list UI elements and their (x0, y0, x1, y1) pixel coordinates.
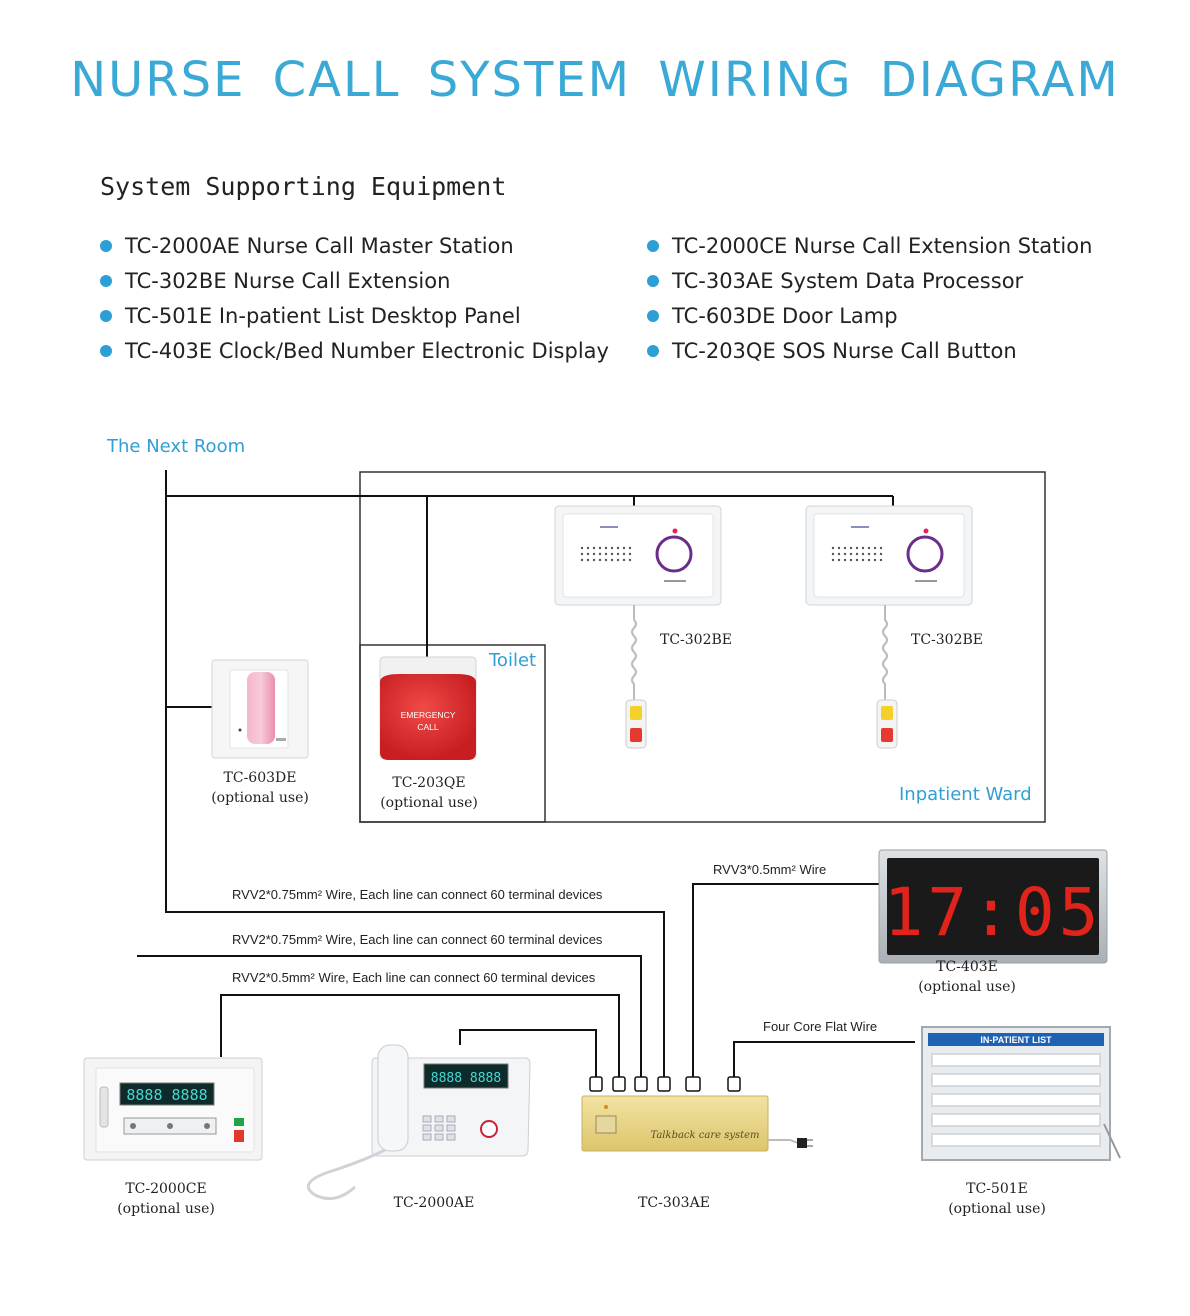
wire-lines (137, 470, 915, 1080)
plug (634, 1076, 648, 1092)
list-panel-label: TC-501E (optional use) (927, 1179, 1067, 1219)
bullet-icon (647, 239, 659, 252)
ext2-device (805, 505, 973, 749)
wire-flat (733, 1041, 915, 1080)
equipment-heading: System Supporting Equipment (100, 172, 507, 201)
bullet-icon (647, 344, 659, 357)
inpatient-ward-label: Inpatient Ward (899, 784, 1032, 805)
equipment-item: TC-501E In-patient List Desktop Panel (100, 298, 609, 333)
master-device: 8888 8888 (306, 1044, 531, 1201)
ext1-label: TC-302BE (659, 632, 732, 648)
sos-face-line1: EMERGENCY (401, 710, 456, 720)
ext-station-label: TC-2000CE (optional use) (96, 1179, 236, 1219)
equipment-item: TC-2000CE Nurse Call Extension Station (647, 228, 1092, 263)
wire-label-3: RVV2*0.5mm² Wire, Each line can connect … (232, 970, 596, 985)
processor-device: Talkback care system (581, 1095, 813, 1152)
bullet-icon (100, 239, 112, 252)
wire-label-clock: RVV3*0.5mm² Wire (713, 862, 827, 877)
bullet-icon (647, 309, 659, 322)
plug (685, 1076, 701, 1092)
plug (612, 1076, 626, 1092)
ext-station-display: 8888 8888 (126, 1086, 207, 1104)
ext2-label: TC-302BE (910, 632, 983, 648)
wire-next-room (165, 470, 665, 1080)
equipment-item: TC-403E Clock/Bed Number Electronic Disp… (100, 333, 609, 368)
ext-station-device: 8888 8888 (83, 1057, 263, 1161)
plug (727, 1076, 741, 1092)
processor-script: Talkback care system (650, 1130, 759, 1141)
equipment-item: TC-302BE Nurse Call Extension (100, 263, 609, 298)
bullet-icon (100, 309, 112, 322)
wire-line-3 (220, 994, 620, 1080)
equipment-item: TC-203QE SOS Nurse Call Button (647, 333, 1092, 368)
equipment-item: TC-603DE Door Lamp (647, 298, 1092, 333)
equipment-item: TC-303AE System Data Processor (647, 263, 1092, 298)
next-room-label: The Next Room (107, 436, 246, 457)
equipment-list-right: TC-2000CE Nurse Call Extension Station T… (647, 228, 1092, 368)
wire-clock (692, 883, 880, 1080)
ext-station-note: (optional use) (117, 1201, 215, 1217)
equipment-item: TC-2000AE Nurse Call Master Station (100, 228, 609, 263)
ext1-device (554, 505, 722, 749)
list-panel-model: TC-501E (966, 1181, 1028, 1197)
sos-face-line2: CALL (417, 722, 439, 732)
sos-note: (optional use) (380, 795, 478, 811)
master-display: 8888 8888 (431, 1071, 501, 1086)
bullet-icon (647, 274, 659, 287)
ext-station-model: TC-2000CE (125, 1181, 207, 1197)
door-lamp-device (211, 659, 309, 759)
clock-label: TC-403E (optional use) (897, 957, 1037, 997)
connector-plugs (589, 1076, 741, 1092)
toilet-box (359, 644, 546, 823)
clock-device: 17:05 (878, 849, 1108, 964)
list-panel-note: (optional use) (948, 1201, 1046, 1217)
page-title: NURSE CALL SYSTEM WIRING DIAGRAM (70, 52, 1120, 108)
bullet-icon (100, 274, 112, 287)
bullet-icon (100, 344, 112, 357)
sos-label: TC-203QE (optional use) (359, 773, 499, 813)
list-panel-header: IN-PATIENT LIST (980, 1035, 1052, 1045)
sos-device: EMERGENCY CALL (379, 656, 477, 760)
equipment-list-left: TC-2000AE Nurse Call Master Station TC-3… (100, 228, 609, 368)
wire-label-2: RVV2*0.75mm² Wire, Each line can connect… (232, 932, 603, 947)
master-label: TC-2000AE (393, 1195, 475, 1211)
clock-model: TC-403E (936, 959, 998, 975)
wire-label-1: RVV2*0.75mm² Wire, Each line can connect… (232, 887, 603, 902)
clock-digits: 17:05 (884, 874, 1103, 951)
plug (657, 1076, 671, 1092)
door-lamp-note: (optional use) (211, 790, 309, 806)
door-lamp-label: TC-603DE (optional use) (190, 768, 330, 808)
wire-master (459, 1029, 597, 1080)
toilet-label: Toilet (489, 650, 537, 671)
sos-model: TC-203QE (392, 775, 466, 791)
door-lamp-model: TC-603DE (223, 770, 297, 786)
list-panel-device: IN-PATIENT LIST (921, 1026, 1121, 1161)
wire-label-flat: Four Core Flat Wire (763, 1019, 878, 1034)
wire-line-2 (137, 955, 642, 1080)
clock-note: (optional use) (918, 979, 1016, 995)
processor-label: TC-303AE (638, 1195, 710, 1211)
plug (589, 1076, 603, 1092)
